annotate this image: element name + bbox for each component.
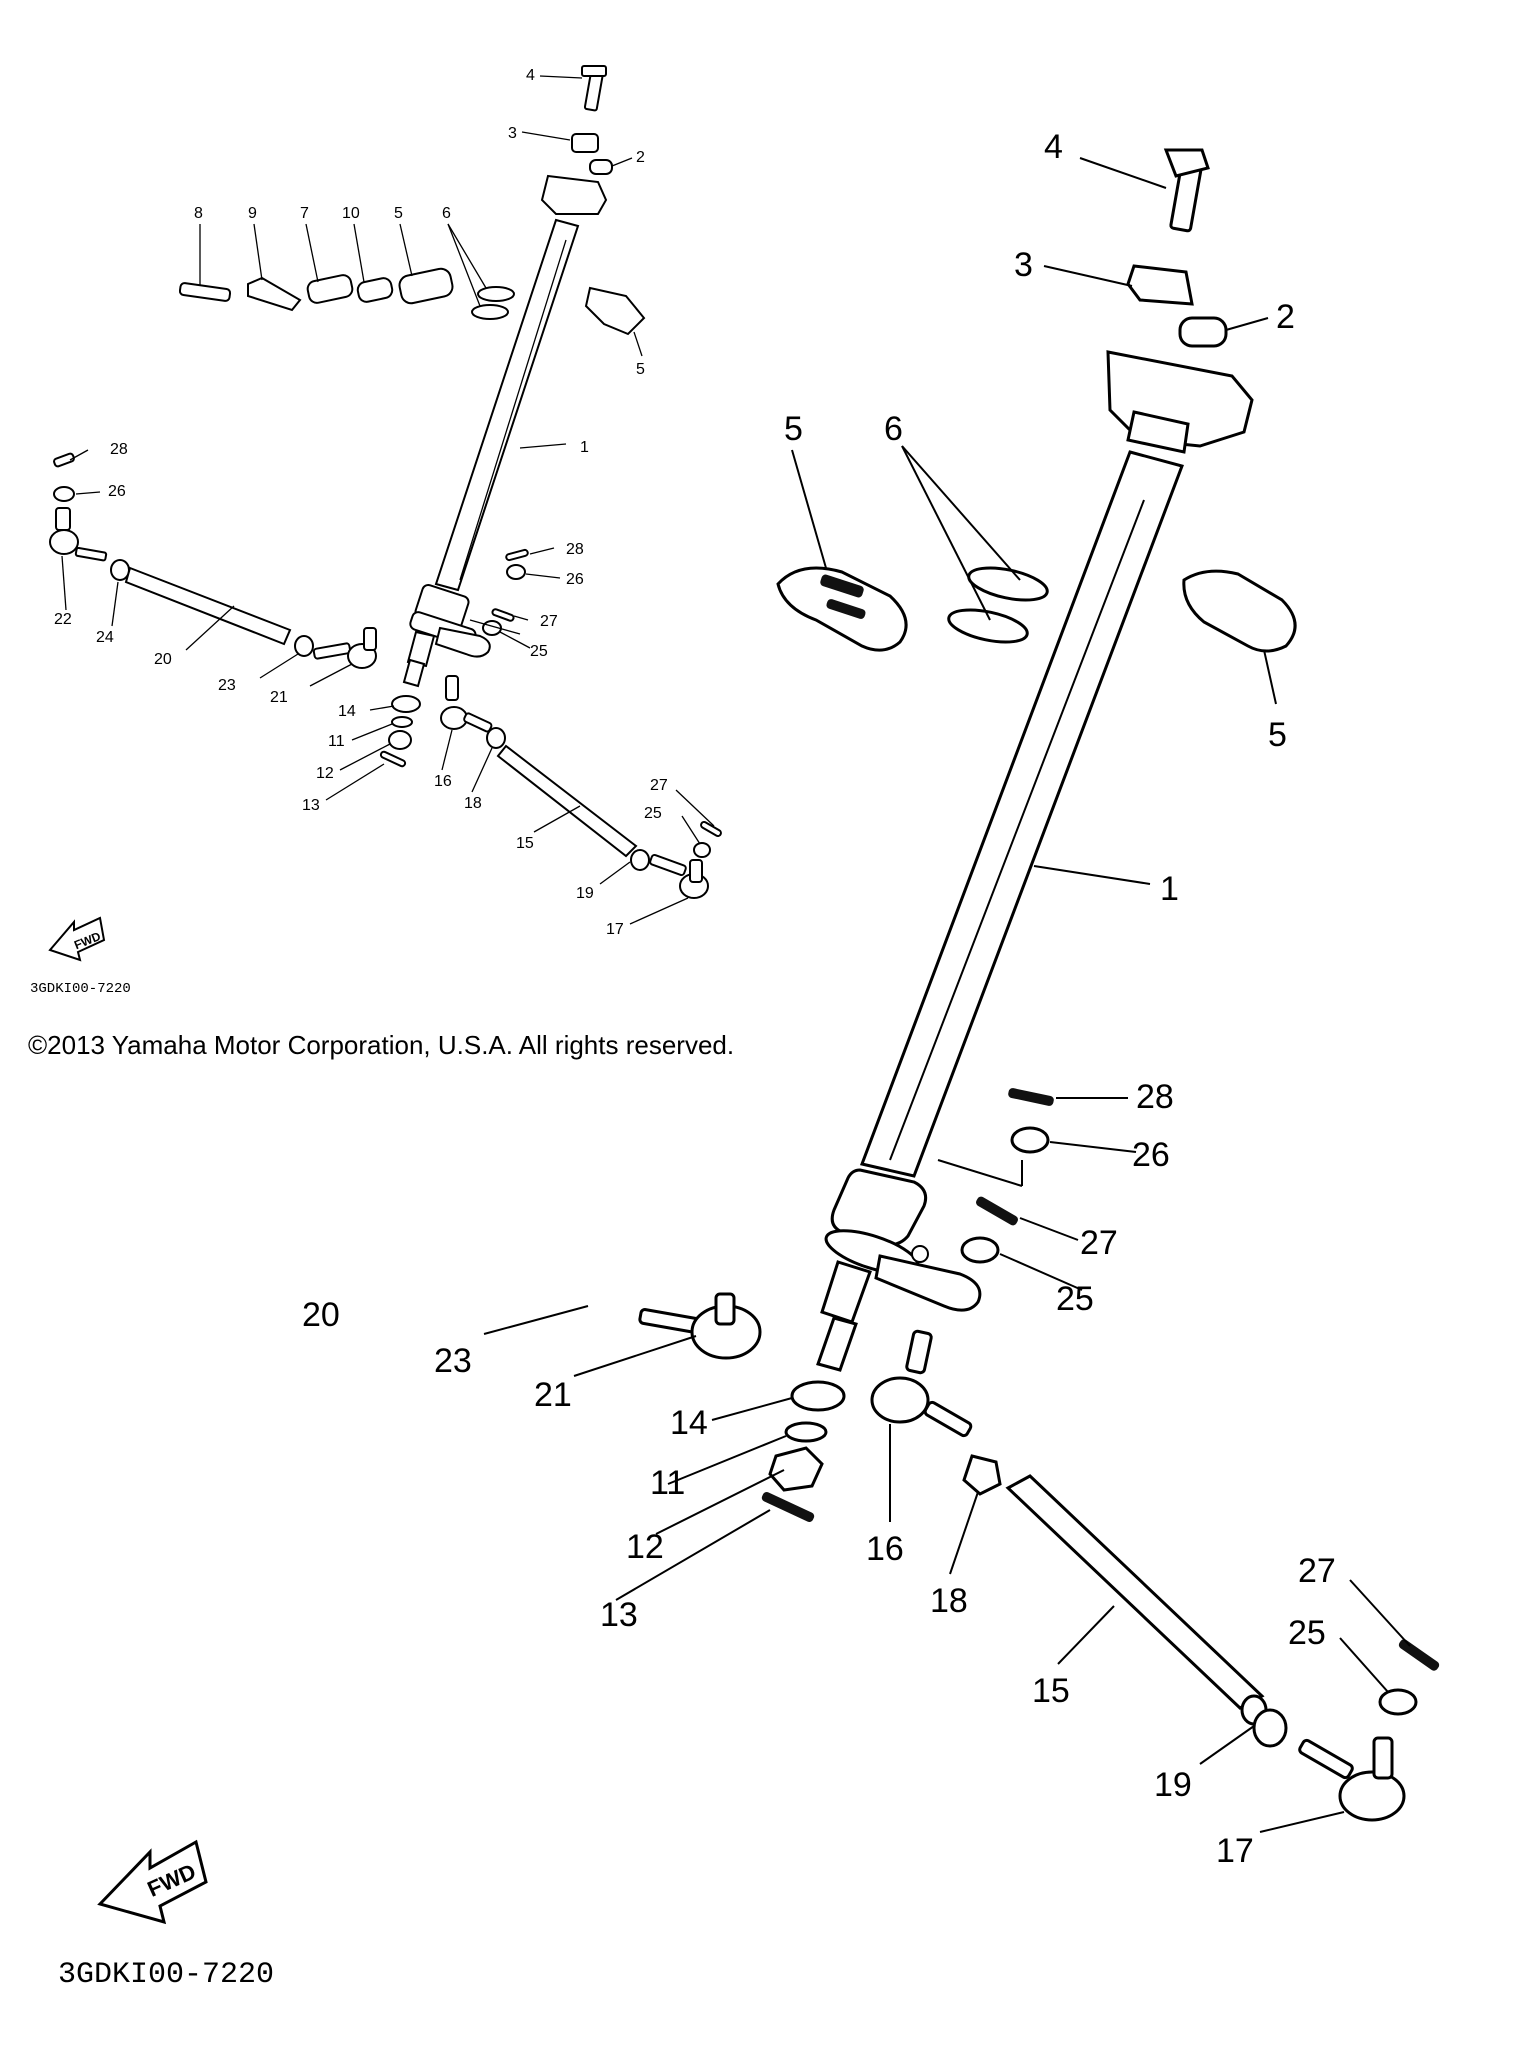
label-10-small: 10 (342, 205, 360, 222)
label-25-lower-large: 25 (1288, 1614, 1326, 1652)
label-26-large: 26 (1132, 1136, 1170, 1174)
label-19-large: 19 (1154, 1766, 1192, 1804)
fwd-arrow-small-icon: FWD (48, 916, 106, 962)
label-9-small: 9 (248, 205, 257, 222)
label-14-large: 14 (670, 1404, 708, 1442)
large-part-labels: 4 3 2 5 6 5 1 28 26 27 25 20 23 21 14 11… (302, 128, 1336, 1870)
label-23-large: 23 (434, 1342, 472, 1380)
holder-clamps-large (776, 566, 1297, 653)
label-11-small: 11 (328, 733, 345, 750)
label-3-large: 3 (1014, 246, 1033, 284)
label-2-small: 2 (636, 149, 645, 166)
fwd-arrow-large-icon: FWD (97, 1839, 208, 1925)
label-4-small: 4 (526, 67, 535, 84)
label-15-large: 15 (1032, 1672, 1070, 1710)
label-2-large: 2 (1276, 298, 1295, 336)
label-1-small: 1 (580, 439, 589, 456)
handlebar-holder-large (1106, 148, 1254, 454)
small-exploded-view: 4 3 2 8 9 7 10 5 6 5 1 28 26 28 26 27 25… (30, 65, 722, 997)
label-5-right-large: 5 (1268, 716, 1287, 754)
steering-shaft-small (402, 218, 580, 688)
label-26-right-small: 26 (566, 571, 584, 588)
label-13-small: 13 (302, 797, 320, 814)
label-27-upper-small: 27 (540, 613, 558, 630)
label-5-left-large: 5 (784, 410, 803, 448)
label-5-top-small: 5 (394, 205, 403, 222)
label-21-small: 21 (270, 689, 288, 706)
label-7-small: 7 (300, 205, 309, 222)
holder-parts-row-small (178, 267, 646, 336)
right-tie-rod-large (870, 1329, 1440, 1822)
label-25-lower-small: 25 (644, 805, 662, 822)
label-16-large: 16 (866, 1530, 904, 1568)
small-leader-lines (61, 75, 715, 925)
label-23-small: 23 (218, 677, 236, 694)
label-28-right-small: 28 (566, 541, 584, 558)
label-8-small: 8 (194, 205, 203, 222)
copyright-notice: ©2013 Yamaha Motor Corporation, U.S.A. A… (28, 1030, 735, 1060)
label-6-large: 6 (884, 410, 903, 448)
diagram-code-large: 3GDKI00-7220 (58, 1958, 274, 1992)
label-18-large: 18 (930, 1582, 968, 1620)
label-22-small: 22 (54, 611, 72, 628)
label-17-large: 17 (1216, 1832, 1254, 1870)
right-tie-rod-small (440, 675, 722, 899)
label-12-small: 12 (316, 765, 334, 782)
shaft-bottom-parts-large (761, 1380, 846, 1523)
label-1-large: 1 (1160, 870, 1179, 908)
label-4-large: 4 (1044, 128, 1063, 166)
label-13-large: 13 (600, 1596, 638, 1634)
small-part-labels: 4 3 2 8 9 7 10 5 6 5 1 28 26 28 26 27 25… (54, 67, 668, 938)
left-tie-rod-small (49, 452, 377, 669)
diagram-code-small: 3GDKI00-7220 (30, 981, 131, 997)
label-20-large: 20 (302, 1296, 340, 1334)
label-26-left-small: 26 (108, 483, 126, 500)
label-25-upper-small: 25 (530, 643, 548, 660)
label-12-large: 12 (626, 1528, 664, 1566)
label-24-small: 24 (96, 629, 114, 646)
large-exploded-view: 4 3 2 5 6 5 1 28 26 27 25 20 23 21 14 11… (58, 128, 1440, 1992)
label-5-side-small: 5 (636, 361, 645, 378)
steering-shaft-large (816, 450, 1184, 1372)
label-11-large: 11 (650, 1464, 685, 1502)
label-18-small: 18 (464, 795, 482, 812)
label-19-small: 19 (576, 885, 594, 902)
label-28-large: 28 (1136, 1078, 1174, 1116)
label-25-upper-large: 25 (1056, 1280, 1094, 1318)
handlebar-holder-small (540, 65, 613, 215)
label-14-small: 14 (338, 703, 356, 720)
large-leader-lines (483, 157, 1411, 1833)
cotter-pins-and-nuts-large (638, 1088, 1054, 1360)
label-3-small: 3 (508, 125, 517, 142)
label-15-small: 15 (516, 835, 534, 852)
label-20-small: 20 (154, 651, 172, 668)
label-28-left-small: 28 (110, 441, 128, 458)
label-27-upper-large: 27 (1080, 1224, 1118, 1262)
label-27-lower-small: 27 (650, 777, 668, 794)
label-21-large: 21 (534, 1376, 572, 1414)
label-27-lower-large: 27 (1298, 1552, 1336, 1590)
label-6-small: 6 (442, 205, 451, 222)
label-17-small: 17 (606, 921, 624, 938)
label-16-small: 16 (434, 773, 452, 790)
